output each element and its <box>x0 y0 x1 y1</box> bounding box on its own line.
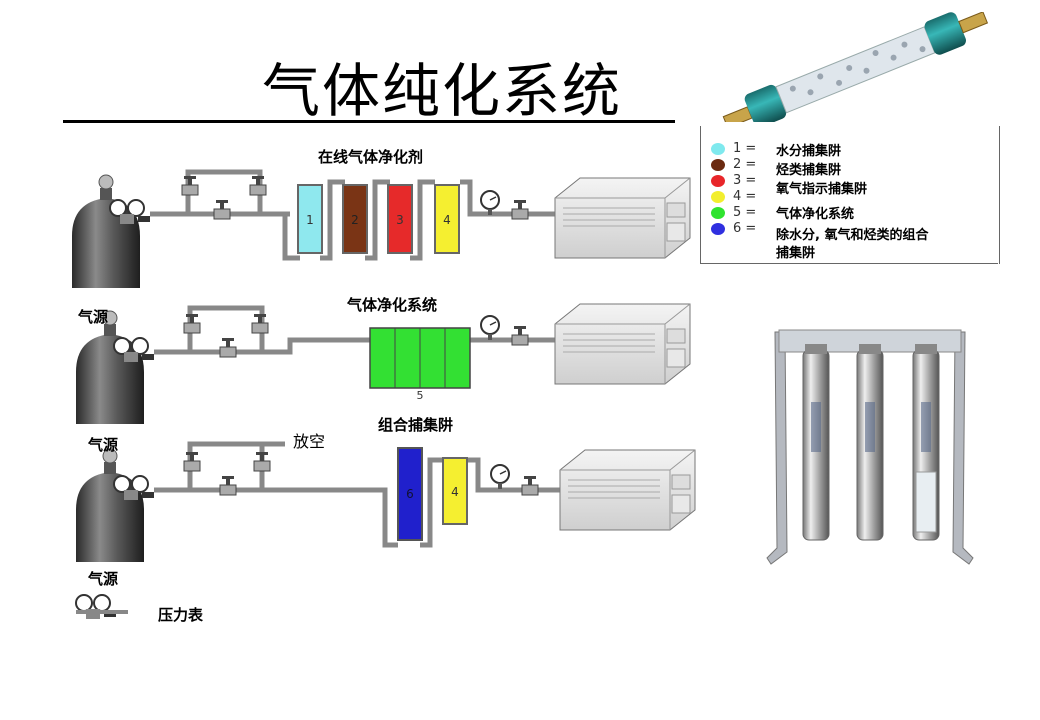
gauge-legend-label: 压力表 <box>158 606 204 624</box>
valve-icon <box>253 451 271 472</box>
legend: 1 = 水分捕集阱 2 = 烃类捕集阱 3 = 氧气指示捕集阱 4 = 5 = … <box>700 126 1000 264</box>
row3-source-label: 气源 <box>88 570 119 588</box>
legend-swatch <box>711 190 725 203</box>
pressure-gauge-icon <box>480 190 500 216</box>
gas-cylinder-icon <box>75 310 145 425</box>
legend-text: 水分捕集阱 <box>776 144 842 159</box>
legend-code: 5 = <box>733 205 757 220</box>
page-title: 气体纯化系统 <box>262 57 623 125</box>
row2-header: 气体净化系统 <box>347 296 438 314</box>
legend-text: 除水分, 氧气和烃类的组合 <box>776 228 929 243</box>
trap-4: 4 <box>442 457 468 525</box>
row1-header: 在线气体净化剂 <box>318 148 424 166</box>
svg-text:6: 6 <box>406 487 414 501</box>
svg-text:2: 2 <box>351 213 359 227</box>
legend-item: 4 = <box>711 188 783 205</box>
gas-chromatograph-icon <box>554 303 691 385</box>
legend-item: 3 = <box>711 172 783 189</box>
legend-code: 3 = <box>733 173 757 188</box>
shutoff-valve-icon <box>521 475 539 496</box>
trap-6: 6 <box>397 447 423 541</box>
legend-item: 1 = <box>711 140 783 157</box>
row2-source-label: 气源 <box>88 436 119 454</box>
legend-swatch <box>711 222 725 235</box>
gas-chromatograph-icon <box>559 449 696 531</box>
trap-2: 2 <box>342 184 368 254</box>
legend-swatch <box>711 206 725 219</box>
legend-swatch <box>711 174 725 187</box>
svg-text:1: 1 <box>306 213 314 227</box>
valve-icon <box>181 175 199 196</box>
valve-icon <box>183 313 201 334</box>
valve-icon <box>183 451 201 472</box>
trap-4: 4 <box>434 184 460 254</box>
legend-code: 2 = <box>733 157 757 172</box>
legend-text: 气体净化系统 <box>776 207 855 222</box>
legend-code: 6 = <box>733 221 757 236</box>
svg-text:3: 3 <box>396 213 404 227</box>
shutoff-valve-icon <box>219 337 237 358</box>
trap-1: 1 <box>297 184 323 254</box>
legend-code: 4 = <box>733 189 757 204</box>
vent-label: 放空 <box>293 432 326 451</box>
legend-item: 2 = <box>711 156 783 173</box>
svg-text:5: 5 <box>417 389 424 402</box>
svg-text:4: 4 <box>451 485 459 499</box>
inline-trap-photo <box>722 12 989 122</box>
legend-item: 5 = <box>711 204 783 221</box>
legend-divider <box>700 263 998 264</box>
shutoff-valve-icon <box>219 475 237 496</box>
gas-cylinder-icon <box>75 448 145 563</box>
row2-line: 5 <box>75 303 691 425</box>
shutoff-valve-icon <box>213 199 231 220</box>
row3-header: 组合捕集阱 <box>378 416 454 434</box>
valve-icon <box>251 313 269 334</box>
title-underline <box>63 120 675 123</box>
legend-item: 6 = <box>711 220 783 237</box>
legend-swatch <box>711 158 725 171</box>
pressure-gauge-icon <box>480 315 500 341</box>
legend-code: 1 = <box>733 141 757 156</box>
pressure-gauge-icon <box>490 464 510 490</box>
trap-5: 5 <box>369 327 471 402</box>
legend-swatch <box>711 142 725 155</box>
row3-line: 6 4 <box>75 441 696 563</box>
row1-source-label: 气源 <box>78 308 109 326</box>
svg-text:4: 4 <box>443 213 451 227</box>
gas-cylinder-icon <box>71 174 141 289</box>
trap-3: 3 <box>387 184 413 254</box>
gas-chromatograph-icon <box>554 177 691 259</box>
shutoff-valve-icon <box>511 325 529 346</box>
legend-text: 烃类捕集阱 <box>776 163 842 178</box>
row1-line: 1 2 3 4 <box>71 169 691 289</box>
legend-text: 氧气指示捕集阱 <box>776 182 868 197</box>
valve-icon <box>249 175 267 196</box>
legend-text-continuation: 捕集阱 <box>776 246 816 261</box>
trap-stand-photo <box>766 329 974 565</box>
pressure-regulator-legend-icon <box>75 594 117 620</box>
shutoff-valve-icon <box>511 199 529 220</box>
